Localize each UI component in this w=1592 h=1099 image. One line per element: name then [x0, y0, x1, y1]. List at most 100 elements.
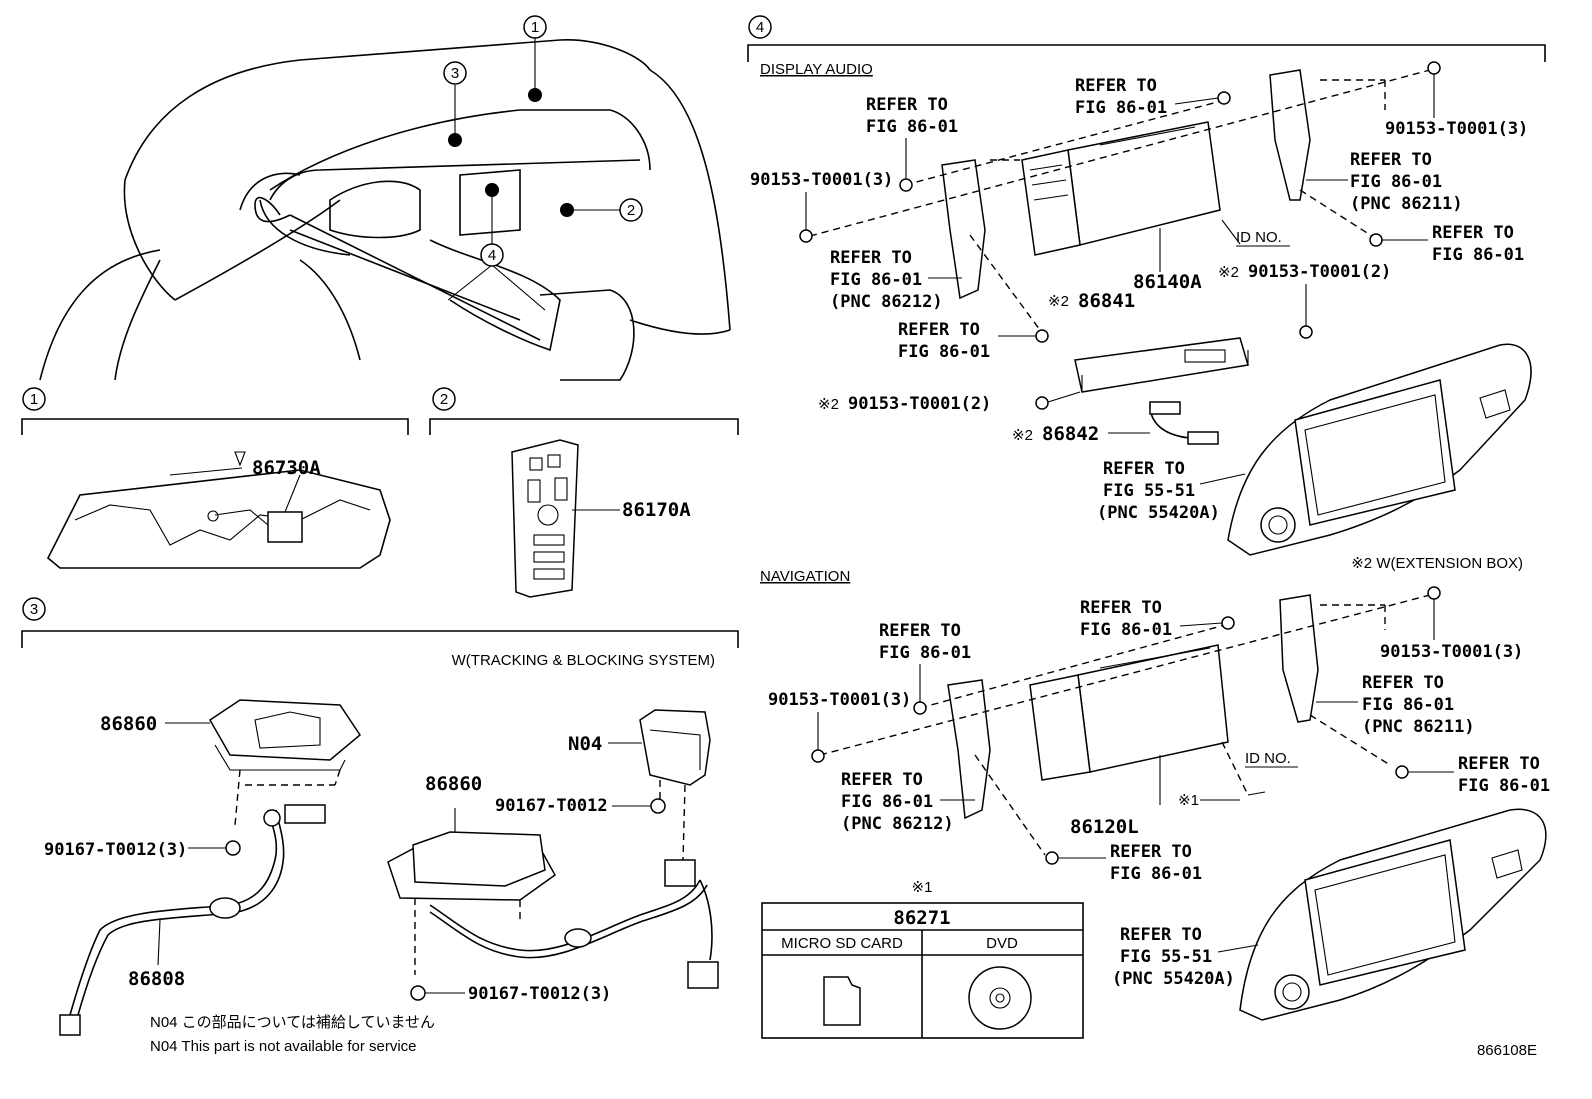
- part-90167-T0012-3-bottom: 90167-T0012(3): [468, 984, 611, 1004]
- refer-to-label: REFER TO: [1080, 598, 1162, 618]
- fig-86-01-label: FIG 86-01: [841, 792, 933, 812]
- part-86860-left: 86860: [100, 713, 157, 735]
- media-table: [761, 902, 1084, 1039]
- fig-86-01-label: FIG 86-01: [879, 643, 971, 663]
- refer-to-label: REFER TO: [879, 621, 961, 641]
- id-no-label: ID NO.: [1236, 229, 1282, 246]
- refer-to-label: REFER TO: [1458, 754, 1540, 774]
- fig-86-01-label: FIG 86-01: [1075, 98, 1167, 118]
- refer-to-label: REFER TO: [830, 248, 912, 268]
- navigation-bezel-drawing: [1239, 808, 1547, 1021]
- part-86808: 86808: [128, 968, 185, 990]
- part-86860-center: 86860: [425, 773, 482, 795]
- bolt-90153-3-label: 90153-T0001(3): [1385, 119, 1528, 139]
- svg-text:2: 2: [440, 391, 448, 408]
- refer-to-label: REFER TO: [1110, 842, 1192, 862]
- pnc-55420a-label: (PNC 55420A): [1097, 503, 1220, 523]
- remote-control-drawing: [511, 439, 620, 598]
- mark-1: ※1: [1178, 792, 1199, 809]
- fig-55-51-label: FIG 55-51: [1103, 481, 1195, 501]
- part-86120L: 86120L: [1070, 816, 1139, 838]
- harness-86842-drawing: [1108, 401, 1219, 445]
- dvd-disc-icon: [968, 966, 1032, 1030]
- overview-callout-2: 2: [619, 198, 643, 222]
- pnc-86211-label: (PNC 86211): [1362, 717, 1475, 737]
- refer-to-label: REFER TO: [841, 770, 923, 790]
- part-N04: N04: [568, 733, 602, 755]
- tracking-unit-bracket-drawing: [165, 699, 361, 826]
- navigation-heading: NAVIGATION: [760, 568, 850, 585]
- fig-86-01-label: FIG 86-01: [1110, 864, 1202, 884]
- note-n04-english: N04 This part is not available for servi…: [150, 1038, 417, 1055]
- media-col-dvd: DVD: [986, 935, 1018, 952]
- ceiling-console-drawing: [46, 451, 391, 569]
- fig-86-01-label: FIG 86-01: [830, 270, 922, 290]
- mark-2: ※2: [1048, 293, 1069, 310]
- bolt-90167-left: [188, 840, 241, 856]
- refer-to-label: REFER TO: [1350, 150, 1432, 170]
- extension-box-footnote: ※2 W(EXTENSION BOX): [1351, 555, 1523, 572]
- part-86841: 86841: [1078, 290, 1135, 312]
- overview-callout-3: 3: [443, 61, 467, 85]
- mark-2: ※2: [818, 396, 839, 413]
- dashboard-overview: [39, 38, 731, 381]
- bolt-90153-2-label: 90153-T0001(2): [848, 394, 991, 414]
- part-86170A: 86170A: [622, 499, 691, 521]
- fig-86-01-label: FIG 86-01: [866, 117, 958, 137]
- display-audio-bezel-drawing: [1227, 343, 1532, 556]
- fig-86-01-label: FIG 86-01: [1080, 620, 1172, 640]
- part-86140A: 86140A: [1133, 271, 1202, 293]
- part-86842: 86842: [1042, 423, 1099, 445]
- svg-text:3: 3: [30, 601, 38, 618]
- refer-to-label: REFER TO: [1432, 223, 1514, 243]
- refer-to-label: REFER TO: [866, 95, 948, 115]
- mark-2: ※2: [1218, 264, 1239, 281]
- fig-86-01-label: FIG 86-01: [1350, 172, 1442, 192]
- refer-to-label: REFER TO: [1120, 925, 1202, 945]
- note-n04-japanese: N04 この部品については補給していません: [150, 1014, 435, 1031]
- svg-text:4: 4: [756, 19, 764, 36]
- figure-id: 866108E: [1477, 1042, 1537, 1059]
- fig-55-51-label: FIG 55-51: [1120, 947, 1212, 967]
- overview-callout-1: 1: [523, 15, 547, 39]
- section-4-header: 4: [747, 15, 1546, 62]
- svg-text:2: 2: [627, 202, 635, 219]
- harness-86808-drawing: [59, 804, 326, 1036]
- part-90167-T0012-3-left: 90167-T0012(3): [44, 840, 187, 860]
- part-86271: 86271: [893, 907, 950, 929]
- bolt-90153-2-label: 90153-T0001(2): [1248, 262, 1391, 282]
- fig-86-01-label: FIG 86-01: [1362, 695, 1454, 715]
- display-audio-heading: DISPLAY AUDIO: [760, 61, 873, 78]
- svg-text:3: 3: [451, 65, 459, 82]
- refer-to-label: REFER TO: [898, 320, 980, 340]
- pnc-55420a-label: (PNC 55420A): [1112, 969, 1235, 989]
- svg-text:4: 4: [488, 247, 496, 264]
- overview-callout-4: 4: [480, 243, 504, 267]
- refer-to-label: REFER TO: [1103, 459, 1185, 479]
- refer-to-label: REFER TO: [1075, 76, 1157, 96]
- bolt-90167-right: [612, 798, 666, 814]
- navigation-unit-drawing: [819, 594, 1431, 856]
- svg-text:1: 1: [30, 391, 38, 408]
- display-audio-unit-drawing: [809, 69, 1431, 331]
- refer-to-label: REFER TO: [1362, 673, 1444, 693]
- fig-86-01-label: FIG 86-01: [1458, 776, 1550, 796]
- fig-86-01-label: FIG 86-01: [1432, 245, 1524, 265]
- part-86730A: 86730A: [252, 457, 321, 479]
- tracking-unit-86860-drawing: [387, 808, 719, 989]
- pnc-86212-label: (PNC 86212): [830, 292, 943, 312]
- id-no-label: ID NO.: [1245, 750, 1291, 767]
- media-col-micro-sd: MICRO SD CARD: [781, 935, 903, 952]
- section-2-header: 2: [429, 387, 739, 435]
- fig-86-01-label: FIG 86-01: [898, 342, 990, 362]
- extension-box-86841-drawing: [1047, 337, 1249, 403]
- mark-2: ※2: [1012, 427, 1033, 444]
- pnc-86211-label: (PNC 86211): [1350, 194, 1463, 214]
- media-table-mark: ※1: [912, 879, 933, 896]
- tracking-system-subtitle: W(TRACKING & BLOCKING SYSTEM): [452, 652, 715, 669]
- micro-sd-card-icon: [823, 976, 861, 1026]
- bolt-90153-3-label: 90153-T0001(3): [768, 690, 911, 710]
- section-3-header: 3: [21, 597, 739, 648]
